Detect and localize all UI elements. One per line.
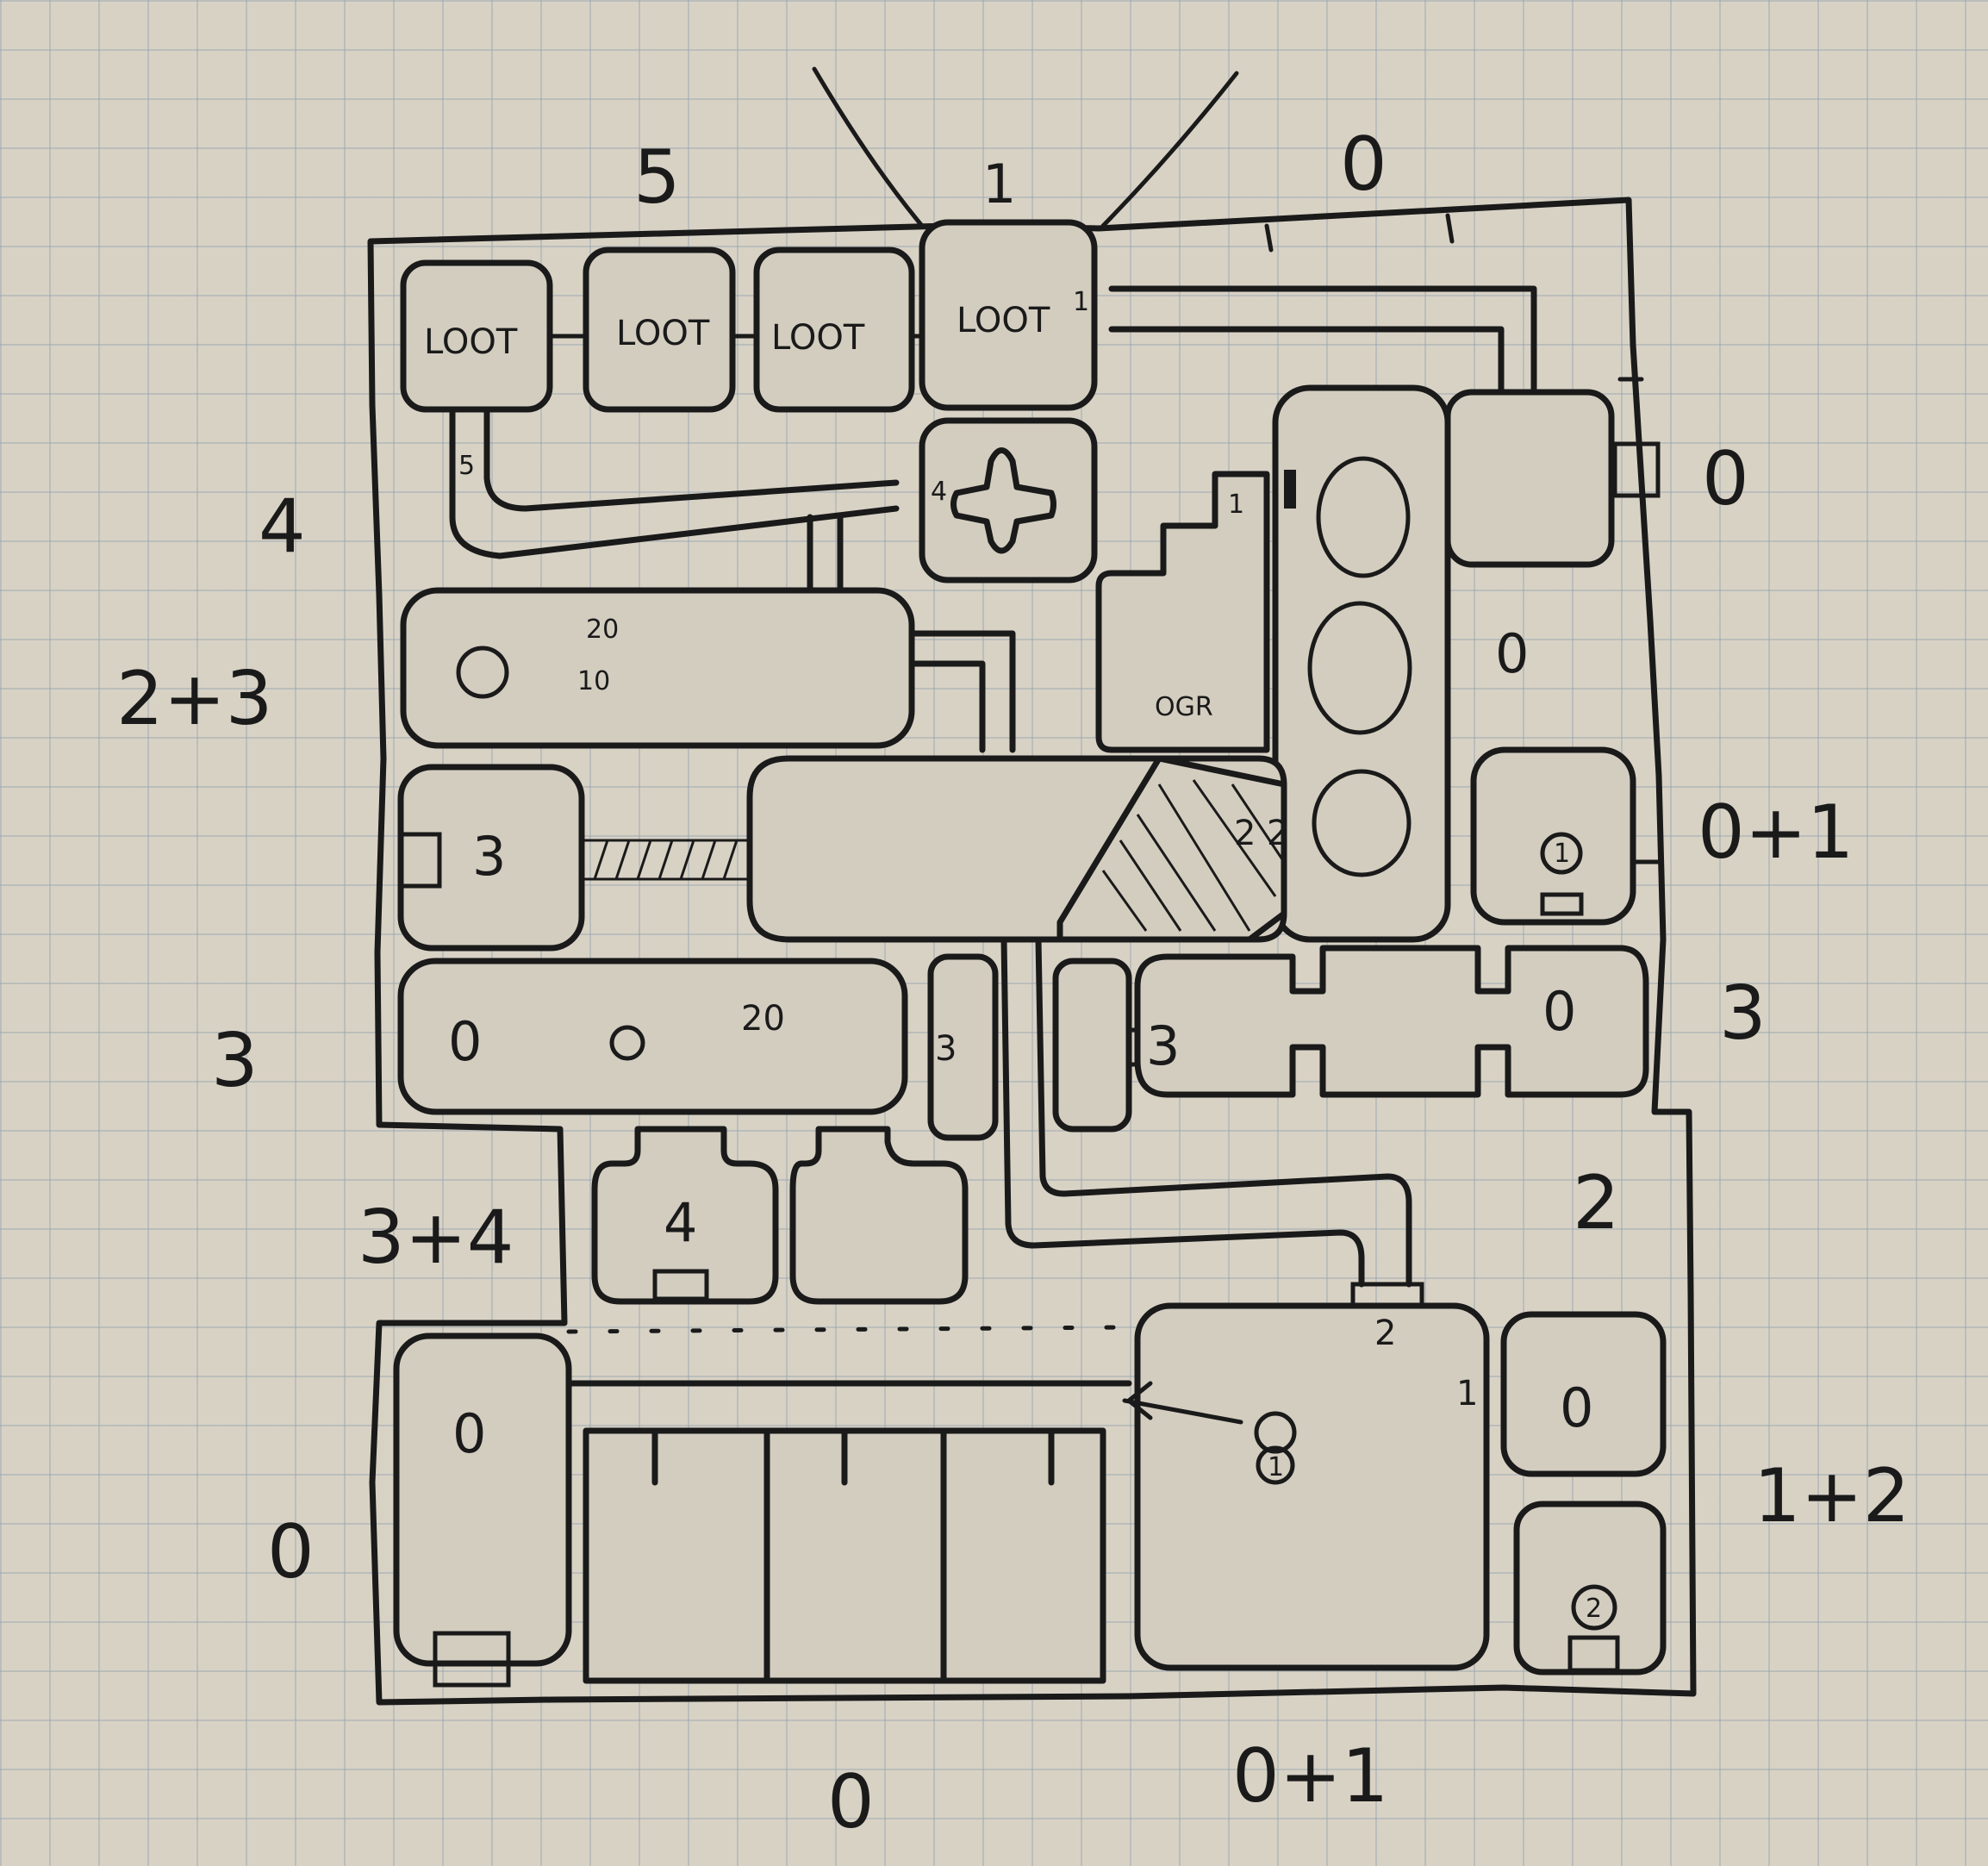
big-room[interactable] [1134,1302,1490,1671]
marker-circle-4 [1571,1584,1617,1631]
loot-label-4: LOOT [957,301,1050,340]
corridor-mark: 5 [458,451,475,481]
bottom-left-room[interactable] [393,1332,572,1667]
cell-block[interactable] [583,1427,1106,1684]
loot-room-4[interactable] [919,219,1098,411]
egg-2 [1307,601,1412,735]
edge-label-left-lower: 0 [267,1509,315,1595]
long-room-0[interactable] [397,958,908,1115]
edge-label-right-2: 0+1 [1698,789,1854,876]
edge-label-left-upper: 4 [259,484,306,570]
bottom-corridor [1000,936,1412,1288]
edge-label-left-3: 3 [211,1018,259,1104]
egg-door-label: 2 [1234,814,1256,853]
wide-room-three: 3 [1146,1014,1180,1077]
side-room-3[interactable] [1052,958,1132,1133]
long-room-note: 20 [741,999,785,1039]
skull-icon-2 [609,1025,645,1061]
bridge-hatching [593,839,738,880]
loot-room-2[interactable] [583,247,736,413]
big-room-two: 2 [1374,1314,1396,1353]
edge-label-right-lower: 1+2 [1754,1453,1910,1539]
edge-label-right-upper: 0 [1702,436,1749,522]
dotted-passage [566,1325,1123,1334]
side-room-three: 3 [935,1029,957,1069]
big-room-one: 1 [1268,1452,1284,1482]
cross-room[interactable] [919,417,1098,584]
edge-label-right-3: 3 [1719,970,1767,1057]
outer-wall [367,197,1697,1706]
cell-walls [651,1427,1055,1684]
cross-room-mark: 4 [931,477,947,507]
loot-room-3[interactable] [753,247,915,413]
ogre-room[interactable] [1095,471,1270,753]
skull-note-a: 20 [586,615,619,645]
loot-label-1: LOOT [424,322,518,362]
egg-3 [1312,769,1412,877]
entrance-line-right [1100,71,1239,228]
shadow-wedge [1056,755,1287,943]
right-room-zero: 0 [1495,622,1529,685]
left-room-three: 3 [472,825,506,888]
narrow-room-3[interactable] [927,953,999,1141]
edge-label-left-2: 2+3 [116,656,273,742]
top-right-room[interactable] [1444,389,1615,568]
edge-label-bottom-right: 0+1 [1232,1733,1389,1819]
skull-note-b: 10 [577,666,610,696]
small-room-four: 4 [664,1191,697,1254]
ogre-note: OGR [1155,692,1213,722]
top-corridor [1108,285,1537,396]
egg-1 [1316,456,1411,578]
long-room-zero: 0 [448,1010,482,1073]
loot-label-3: LOOT [771,318,865,358]
wall-notches [1264,213,1661,864]
arrow [1122,1381,1243,1425]
east-door [1612,441,1661,498]
right-small-door [1567,1635,1620,1673]
entrance-line-left [812,66,925,228]
room-4-door [652,1269,709,1301]
marker-circle-3 [1256,1445,1295,1485]
marker-circle-2 [1254,1411,1297,1454]
egg-room-door-mark [1284,470,1296,509]
right-small-two: 2 [1586,1594,1602,1624]
cross-icon [950,447,1056,554]
right-small-room-0[interactable] [1500,1311,1667,1477]
right-small-zero: 0 [1560,1376,1593,1439]
loot-4-door-label: 1 [1073,287,1089,317]
central-hall[interactable] [746,755,1287,943]
edge-label-right-4: 2 [1573,1160,1620,1246]
edge-label-top-right: 0 [1340,122,1387,208]
right-small-door-label: 1 [1456,1374,1478,1414]
skull-icon [456,646,509,699]
edge-label-top-center: 1 [982,153,1016,215]
marker-circle-1 [1540,832,1583,875]
wide-room-0[interactable] [1134,945,1649,1098]
small-room-1-door [1540,892,1584,916]
left-corridor [449,409,900,559]
edge-label-bottom-left: 0 [827,1759,875,1845]
room-4[interactable] [591,1126,779,1305]
egg-door-label-b: 2 [1267,814,1288,853]
egg-room-door-label: 1 [1228,490,1244,520]
skull-room[interactable] [400,587,915,749]
south-exit-door [433,1631,511,1688]
hatched-bridge [580,839,756,881]
loot-label-2: LOOT [616,314,710,353]
room-unlabeled-bottom[interactable] [789,1126,969,1305]
edge-label-top-left: 5 [633,134,681,221]
left-room-3-door [398,832,442,889]
wedge-hatching [1101,779,1286,932]
skull-corridor [908,630,1016,753]
wide-room-zero: 0 [1542,980,1576,1043]
bottom-left-room-label: 0 [452,1402,486,1465]
egg-room[interactable] [1272,384,1451,943]
edge-label-left-4: 3+4 [358,1195,514,1281]
small-room-one: 1 [1554,839,1570,869]
